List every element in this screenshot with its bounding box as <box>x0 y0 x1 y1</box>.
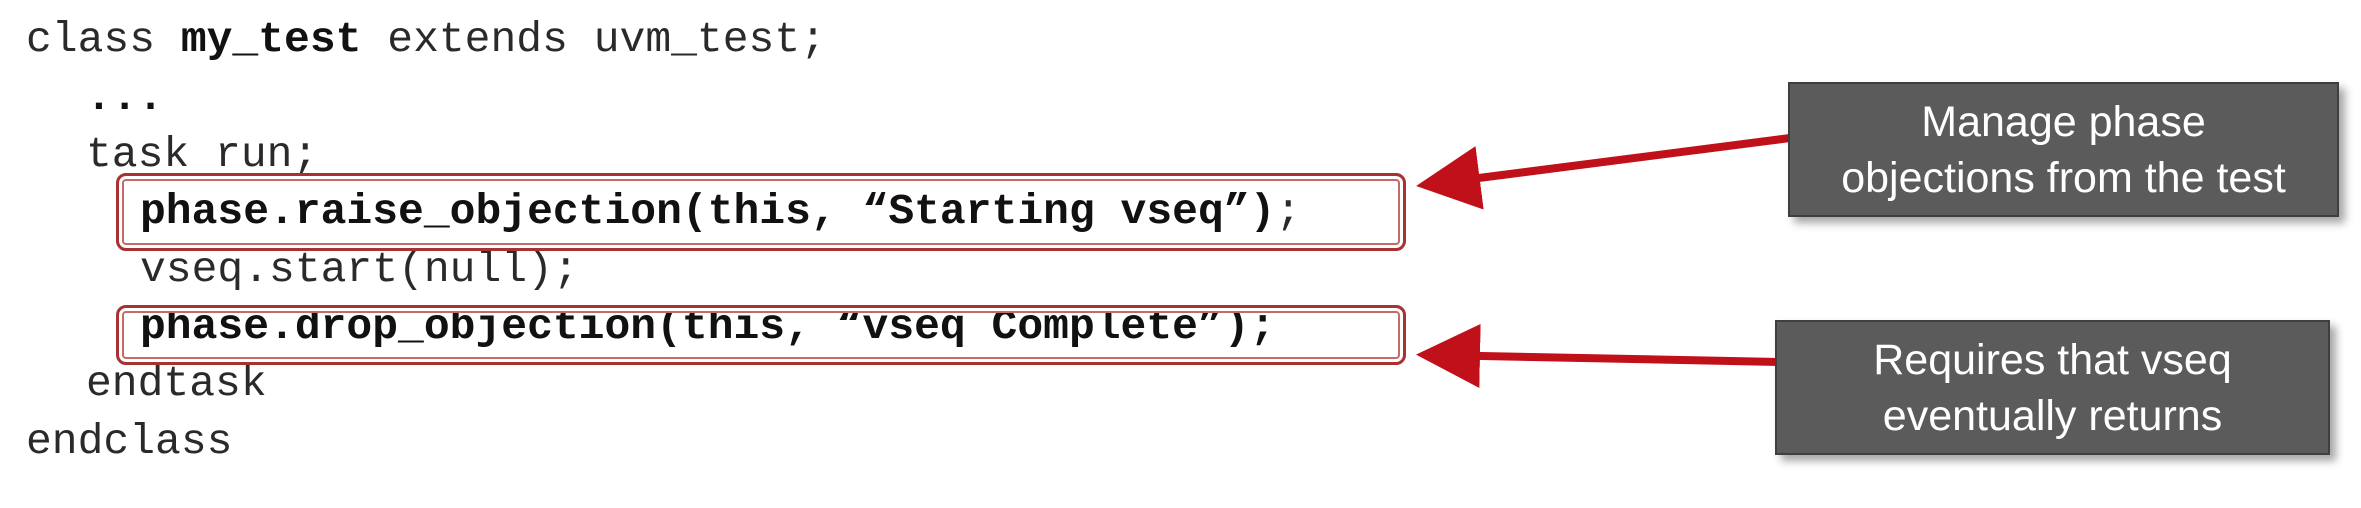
top-callout-box: Manage phase objections from the test <box>1788 82 2339 217</box>
bottom-callout-arrow <box>1416 323 1781 388</box>
drop-objection-highlight-box <box>116 305 1406 365</box>
raise-objection-call: phase.raise_objection(this, “Starting vs… <box>140 187 1276 236</box>
code-line-task-run: task run; <box>86 130 319 179</box>
code-line-class-decl: class my_test extends uvm_test; <box>26 12 826 68</box>
bottom-callout-line-1: Requires that vseq <box>1873 335 2232 384</box>
raise-objection-highlight-box <box>116 173 1406 251</box>
top-callout-arrow <box>1416 134 1791 210</box>
code-line-ellipsis: ... <box>86 73 164 122</box>
top-callout-line-2: objections from the test <box>1841 153 2286 202</box>
raise-objection-semicolon: ; <box>1275 187 1302 236</box>
code-line-drop-objection: phase.drop_objection(this, “vseq Complet… <box>140 302 1276 351</box>
bottom-callout-line-2: eventually returns <box>1882 391 2223 440</box>
keyword-class: class <box>26 15 181 64</box>
class-name: my_test <box>180 15 362 64</box>
code-line-vseq-start: vseq.start(null); <box>140 245 579 294</box>
code-line-endtask: endtask <box>86 359 267 408</box>
code-line-raise-objection: phase.raise_objection(this, “Starting vs… <box>140 184 1301 240</box>
code-line-endclass: endclass <box>26 417 233 466</box>
bottom-callout-box: Requires that vseq eventually returns <box>1775 320 2330 455</box>
extends-clause: extends uvm_test; <box>361 15 826 64</box>
top-callout-line-1: Manage phase <box>1921 97 2206 146</box>
